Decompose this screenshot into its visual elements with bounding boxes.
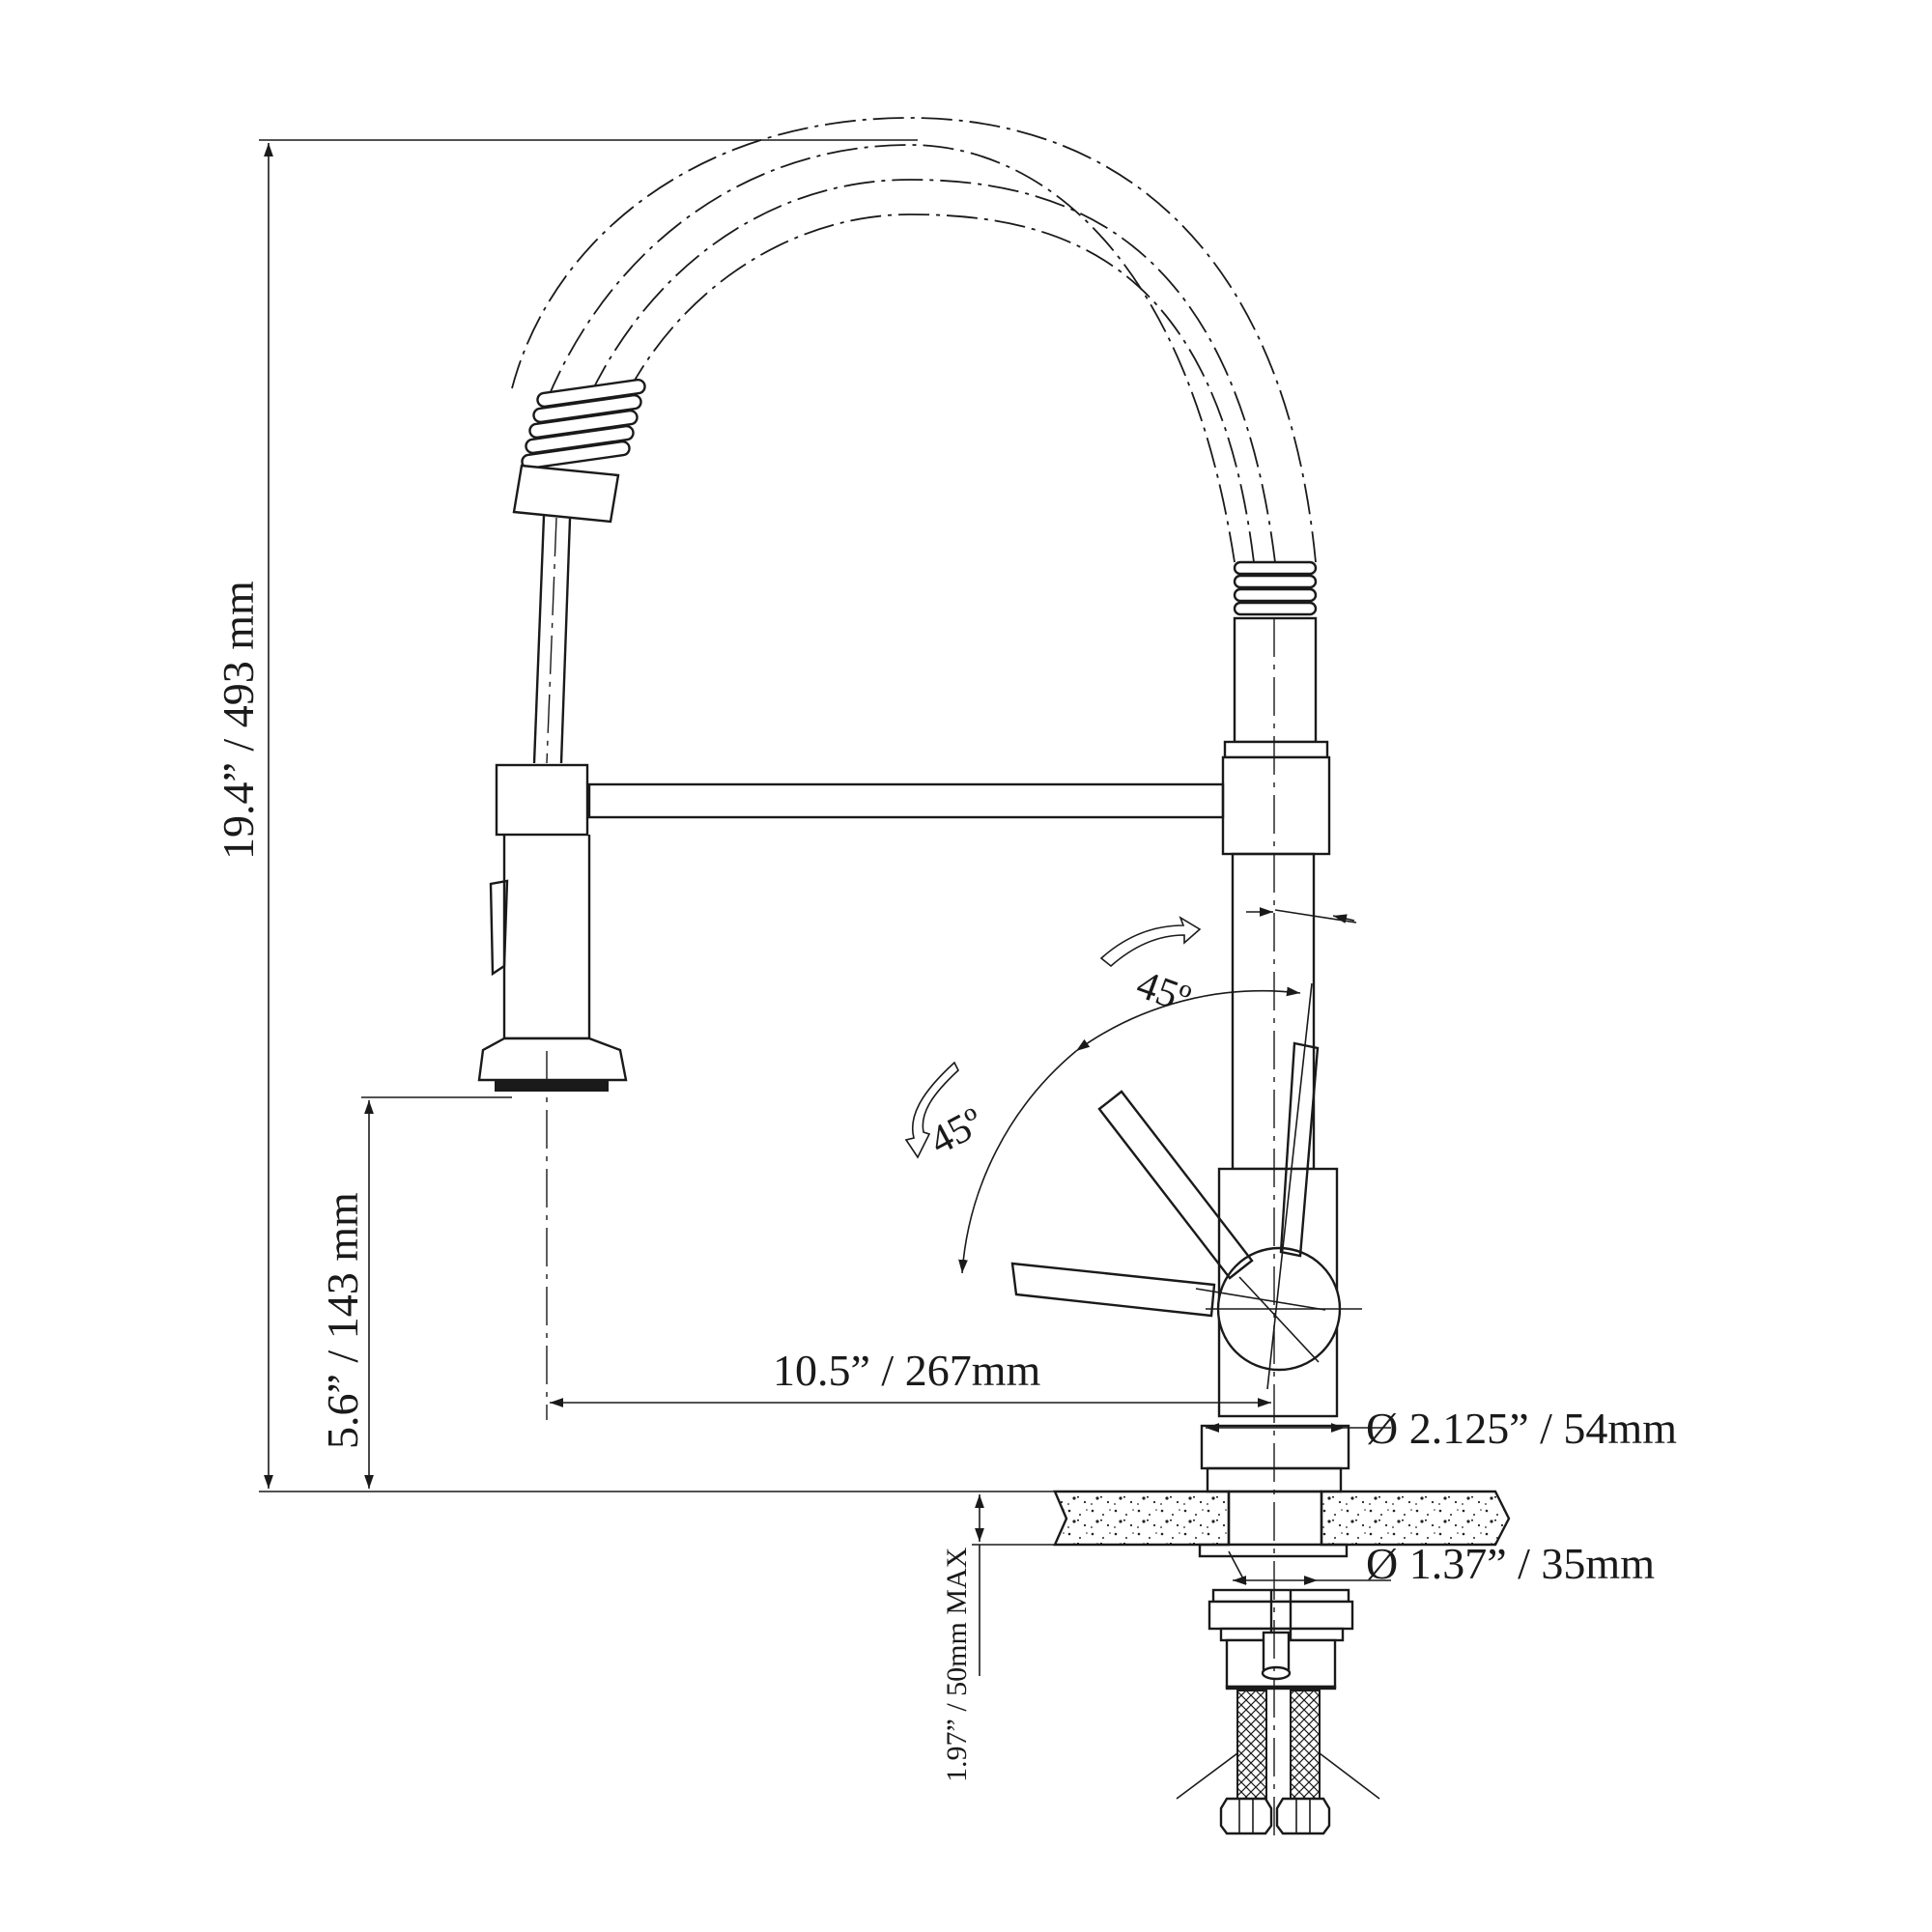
- overall-height-label: 19.4” / 493 mm: [213, 581, 263, 860]
- reach-label: 10.5” / 267mm: [773, 1346, 1040, 1395]
- dimension-lines: [259, 139, 1391, 1676]
- spray-height-label: 5.6” / 143 mm: [318, 1192, 367, 1449]
- base-diameter-label: Ø 2.125” / 54mm: [1366, 1404, 1677, 1453]
- countertop-section: [1053, 1490, 1511, 1547]
- sprayer-head: [477, 378, 646, 1420]
- deck-thickness-label: 1.97” / 50mm MAX: [941, 1547, 973, 1782]
- faucet-body: [587, 560, 1380, 1840]
- handle-positions: [1010, 982, 1362, 1390]
- backward-angle-label: 45º: [923, 1099, 990, 1163]
- dimension-labels: 19.4” / 493 mm 5.6” / 143 mm 10.5” / 267…: [213, 581, 1677, 1782]
- spout-spring-coil: [1233, 560, 1318, 616]
- forward-angle-label: 45º: [1131, 962, 1196, 1022]
- pull-down-hose: [511, 117, 1317, 563]
- shank-diameter-label: Ø 1.37” / 35mm: [1366, 1539, 1655, 1588]
